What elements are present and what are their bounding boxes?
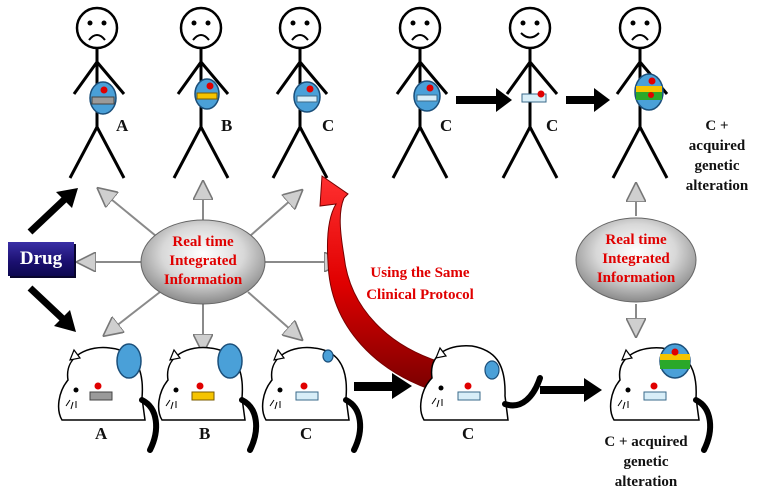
human-label-c2: C xyxy=(440,116,453,135)
left-oval-line-1: Real time xyxy=(172,234,234,250)
mouse-alteration-line-2: genetic xyxy=(623,454,669,470)
human-alteration-label: C + acquired genetic alteration xyxy=(676,116,758,196)
mouse-alteration-label: C + acquired genetic alteration xyxy=(584,432,708,492)
human-alteration-line-1: C + xyxy=(705,118,729,134)
mouse-label-b: B xyxy=(199,424,211,443)
left-oval-spokes xyxy=(80,184,340,350)
human-figure-c2 xyxy=(391,6,449,179)
human-progression-arrow-1 xyxy=(456,88,512,112)
human-label-b: B xyxy=(221,116,233,135)
human-alteration-line-2: acquired xyxy=(688,138,746,154)
mouse-progression-arrow-1 xyxy=(354,373,412,399)
left-oval-line-3: Information xyxy=(163,272,243,288)
drug-arrow-down xyxy=(27,285,76,332)
left-oval-text: Real time Integrated Information xyxy=(141,233,265,290)
mouse-a xyxy=(57,343,160,453)
mouse-c2 xyxy=(419,344,543,421)
human-label-c3: C xyxy=(546,116,559,135)
human-progression-arrow-2 xyxy=(566,88,610,112)
mouse-label-c1: C xyxy=(300,424,313,443)
right-oval-line-3: Information xyxy=(596,270,676,286)
mouse-label-a: A xyxy=(95,424,108,443)
protocol-label: Using the Same Clinical Protocol xyxy=(340,262,500,306)
mouse-alteration-line-1: C + acquired xyxy=(604,434,688,450)
drug-box: Drug xyxy=(8,242,74,276)
left-info-oval xyxy=(140,219,266,305)
left-oval-line-2: Integrated xyxy=(169,253,237,269)
right-oval-text: Real time Integrated Information xyxy=(576,231,696,288)
human-alteration-line-4: alteration xyxy=(685,178,749,194)
human-figure-b xyxy=(172,6,230,179)
human-label-c1: C xyxy=(322,116,335,135)
human-label-a: A xyxy=(116,116,129,135)
right-info-oval xyxy=(575,217,697,303)
right-oval-line-2: Integrated xyxy=(602,251,670,267)
drug-arrow-up xyxy=(27,188,78,235)
protocol-line-1: Using the Same xyxy=(370,265,470,281)
mouse-altered xyxy=(609,343,714,453)
mouse-progression-arrow-2 xyxy=(540,378,602,402)
mouse-label-c2: C xyxy=(462,424,475,443)
curved-protocol-arrow xyxy=(319,175,441,391)
protocol-line-2: Clinical Protocol xyxy=(366,287,474,303)
human-figure-a xyxy=(68,6,126,179)
human-alteration-line-3: genetic xyxy=(694,158,740,174)
mouse-b xyxy=(157,343,260,453)
mouse-c1 xyxy=(261,346,364,453)
mouse-alteration-line-3: alteration xyxy=(614,474,678,490)
human-figure-c1 xyxy=(271,6,329,179)
right-oval-line-1: Real time xyxy=(605,232,667,248)
human-figure-c3-happy xyxy=(501,6,559,179)
human-figure-altered xyxy=(611,6,669,179)
